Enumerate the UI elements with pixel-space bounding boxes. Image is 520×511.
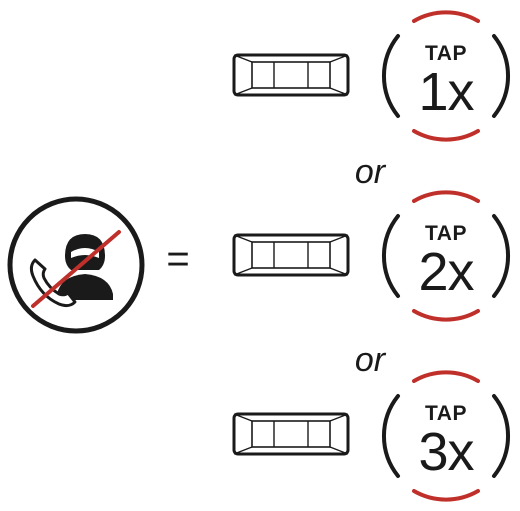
tap-label: TAP: [425, 42, 467, 65]
button-key-icon: [232, 412, 350, 456]
equals-sign: =: [166, 237, 190, 281]
button-key-icon: [232, 233, 350, 277]
tap-label: TAP: [425, 222, 467, 245]
tap-1x-badge: TAP 1x: [376, 6, 516, 146]
button-key-icon: [232, 53, 350, 97]
tap-count: 2x: [418, 242, 474, 302]
or-separator: or: [354, 341, 386, 379]
tap-3x-badge: TAP 3x: [376, 366, 516, 506]
tap-count: 3x: [418, 422, 474, 482]
tap-count: 1x: [418, 62, 474, 122]
reject-call-icon: [5, 194, 147, 336]
or-separator: or: [354, 153, 386, 191]
tap-2x-badge: TAP 2x: [376, 186, 516, 326]
tap-label: TAP: [425, 402, 467, 425]
